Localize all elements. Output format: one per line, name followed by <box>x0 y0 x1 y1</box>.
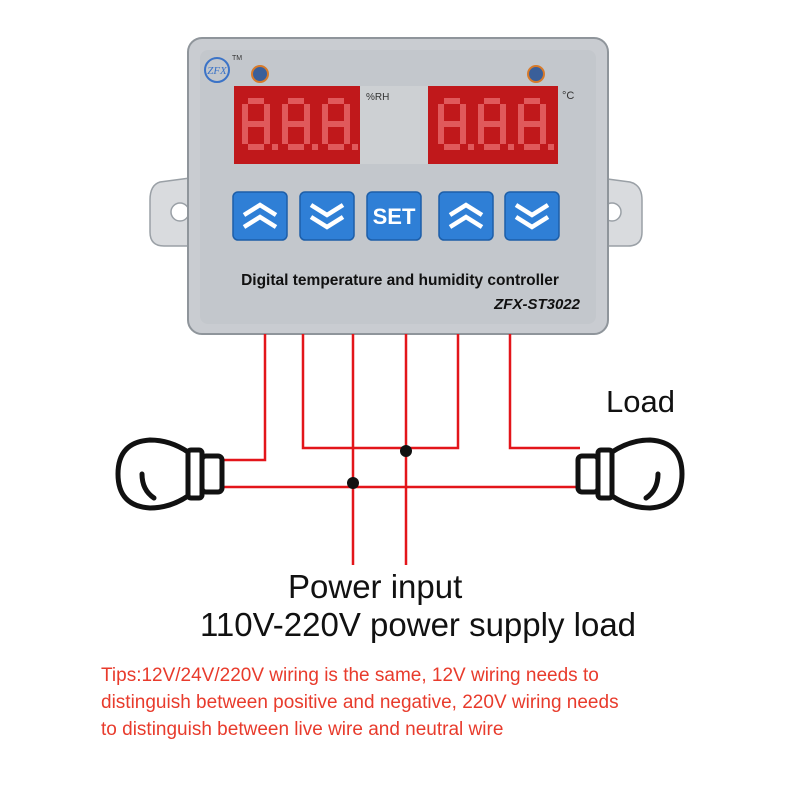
chevron-up-icon <box>448 202 484 229</box>
button-face[interactable] <box>366 191 422 241</box>
segment <box>242 104 248 124</box>
brand-logo-icon: ZFX <box>204 57 230 83</box>
wire-2 <box>301 334 405 450</box>
decimal-point <box>548 144 554 150</box>
segment <box>478 124 484 144</box>
segment <box>540 124 546 144</box>
segment <box>518 104 524 124</box>
display-separator <box>360 86 428 164</box>
load-label: Load <box>606 384 675 419</box>
seven-segment-digits <box>242 98 554 150</box>
right-indicator-led <box>527 65 545 83</box>
left-mounting-hole <box>170 202 190 222</box>
segment-digit <box>518 98 554 150</box>
segment <box>540 104 546 124</box>
segment <box>248 98 264 104</box>
button-label: SET <box>373 204 416 229</box>
decimal-point <box>508 144 514 150</box>
segment <box>288 98 304 104</box>
temperature-up-button[interactable] <box>438 191 494 241</box>
segment <box>460 124 466 144</box>
segment <box>438 124 444 144</box>
segment-digit <box>322 98 358 150</box>
segment <box>344 104 350 124</box>
segment <box>248 144 264 150</box>
segment <box>304 104 310 124</box>
segment <box>328 144 344 150</box>
left-indicator-led <box>251 65 269 83</box>
segment <box>242 124 248 144</box>
wire-1 <box>220 334 267 462</box>
chevron-down-icon <box>514 203 550 230</box>
segment <box>304 124 310 144</box>
segment <box>344 124 350 144</box>
segment-digit <box>282 98 318 150</box>
chevron-down-icon <box>309 203 345 230</box>
segment <box>500 124 506 144</box>
segment <box>444 98 460 104</box>
segment <box>478 104 484 124</box>
segment <box>444 144 460 150</box>
svg-text:ZFX: ZFX <box>207 65 228 77</box>
decimal-point <box>468 144 474 150</box>
trademark-label: TM <box>232 55 243 62</box>
button-row: SET <box>232 191 560 241</box>
segment <box>322 104 328 124</box>
segment-digit <box>242 98 278 150</box>
segment <box>484 121 500 127</box>
set-button[interactable]: SET <box>366 191 422 241</box>
junction-dot-right <box>400 445 412 457</box>
segment <box>282 104 288 124</box>
segment <box>264 104 270 124</box>
segment-digit <box>438 98 474 150</box>
segment <box>288 144 304 150</box>
humidity-down-button[interactable] <box>299 191 355 241</box>
tips-line-1: Tips:12V/24V/220V wiring is the same, 12… <box>101 665 599 686</box>
device-model: ZFX-ST3022 <box>494 296 580 313</box>
wiring-tips: Tips:12V/24V/220V wiring is the same, 12… <box>101 662 781 743</box>
decimal-point <box>352 144 358 150</box>
humidity-up-button[interactable] <box>232 191 288 241</box>
segment <box>524 144 540 150</box>
segment <box>484 98 500 104</box>
temperature-unit-label: °C <box>562 90 575 102</box>
segment <box>484 144 500 150</box>
temperature-down-button[interactable] <box>504 191 560 241</box>
wire-5 <box>405 334 460 450</box>
segment <box>264 124 270 144</box>
segment <box>288 121 304 127</box>
device-title: Digital temperature and humidity control… <box>241 272 559 289</box>
segment <box>328 98 344 104</box>
tips-line-3: to distinguish between live wire and neu… <box>101 719 504 740</box>
segment <box>524 121 540 127</box>
segment <box>438 104 444 124</box>
segment <box>248 121 264 127</box>
segment <box>524 98 540 104</box>
segment <box>444 121 460 127</box>
segment <box>500 104 506 124</box>
segment <box>282 124 288 144</box>
segment-digit <box>478 98 514 150</box>
segment <box>460 104 466 124</box>
decimal-point <box>312 144 318 150</box>
right-load-bulb-icon <box>575 437 685 511</box>
wire-6 <box>508 334 580 450</box>
power-supply-label: 110V-220V power supply load <box>200 606 637 643</box>
segment <box>518 124 524 144</box>
wiring <box>220 334 580 565</box>
humidity-unit-label: %RH <box>366 92 390 103</box>
segment <box>322 124 328 144</box>
left-load-bulb-icon <box>115 437 225 511</box>
power-input-label: Power input <box>288 568 463 605</box>
junction-dot-left <box>347 477 359 489</box>
decimal-point <box>272 144 278 150</box>
segment <box>328 121 344 127</box>
chevron-up-icon <box>242 202 278 229</box>
tips-line-2: distinguish between positive and negativ… <box>101 692 619 713</box>
